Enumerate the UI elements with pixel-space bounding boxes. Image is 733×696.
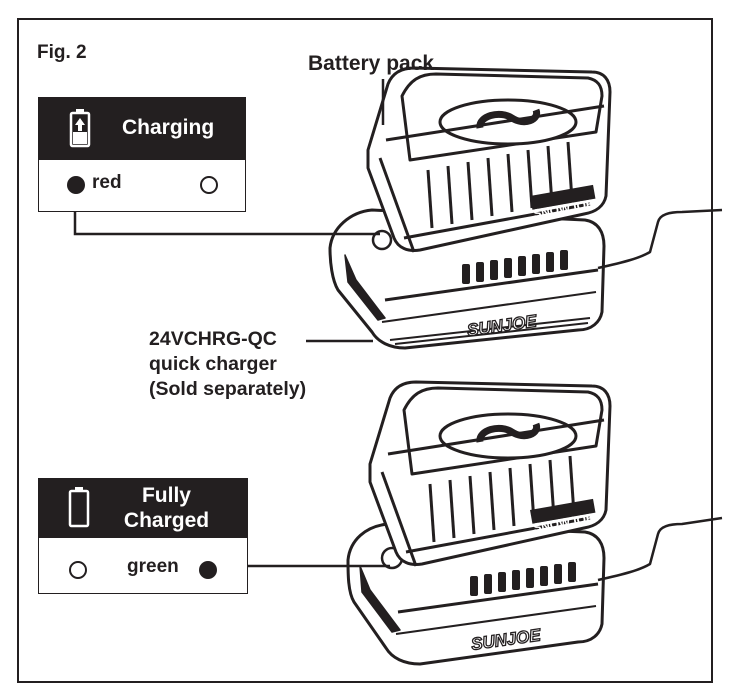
full-title-line2: Charged — [123, 509, 210, 532]
figure-label: Fig. 2 — [37, 42, 87, 63]
battery-bottom — [368, 380, 612, 567]
charging-status-row: red — [39, 158, 245, 211]
figure-frame — [17, 18, 713, 683]
full-status-box: Fully Charged green — [38, 478, 248, 594]
led-off-icon — [69, 561, 87, 579]
full-status-header: Fully Charged — [39, 479, 247, 538]
led-off-icon — [200, 176, 218, 194]
charger-label: 24VCHRG-QC quick charger (Sold separatel… — [149, 327, 306, 402]
charging-title: Charging — [122, 116, 215, 139]
charging-status-header: Charging — [39, 98, 245, 160]
charging-status-box: Charging red — [38, 97, 246, 212]
battery-pack-label: Battery pack — [308, 52, 435, 75]
led-filled-icon — [67, 176, 85, 194]
led-filled-icon — [199, 561, 217, 579]
battery-top — [366, 66, 612, 253]
charger-desc-text: quick charger — [149, 353, 277, 375]
full-status-row: green — [39, 540, 247, 593]
battery-empty-icon — [68, 487, 90, 528]
battery-charging-icon — [69, 109, 91, 148]
full-title: Fully Charged — [109, 483, 224, 533]
charger-note-text: (Sold separately) — [149, 378, 307, 400]
charging-indicator-text: red — [92, 172, 122, 193]
full-title-line1: Fully — [141, 484, 191, 507]
full-indicator-text: green — [127, 556, 179, 577]
charger-model-text: 24VCHRG-QC — [149, 328, 277, 350]
